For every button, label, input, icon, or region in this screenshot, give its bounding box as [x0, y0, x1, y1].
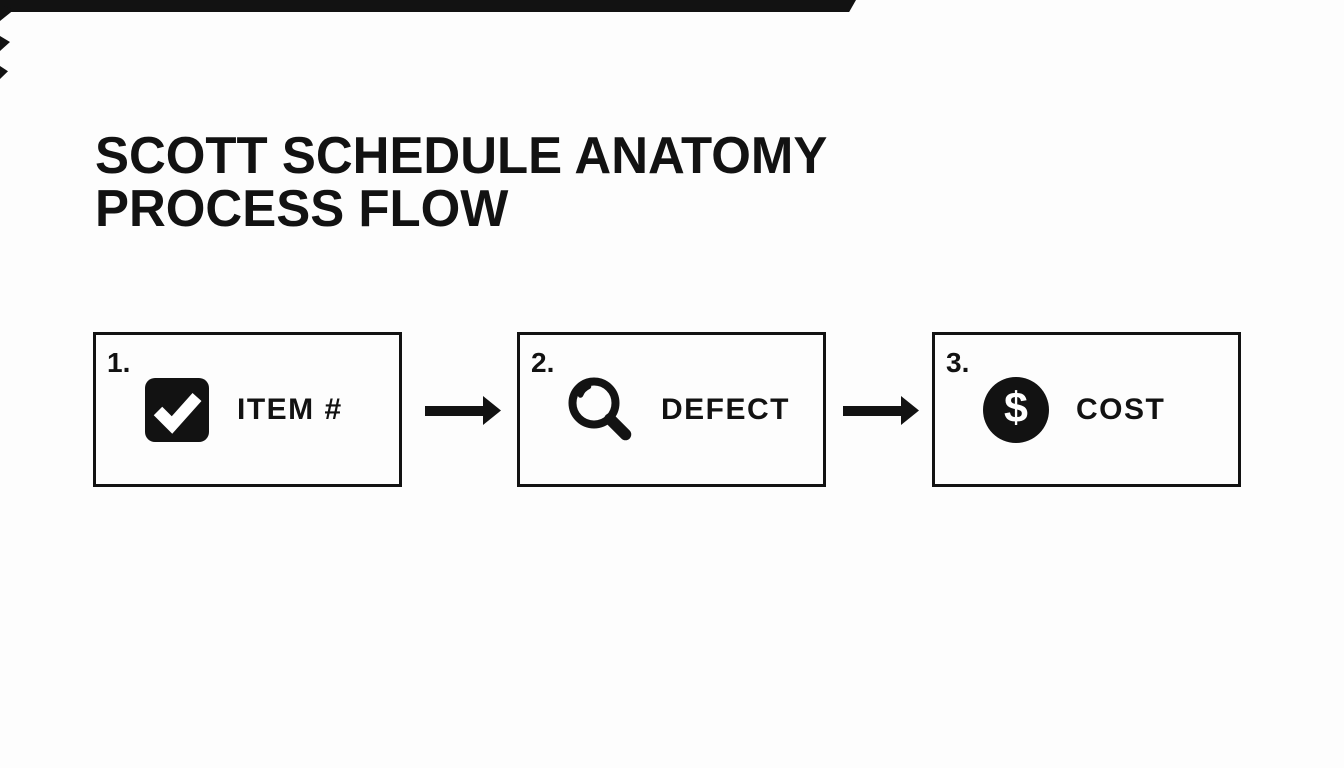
page-title-line1: SCOTT SCHEDULE ANATOMY: [95, 127, 828, 185]
flow-arrow-icon: [425, 396, 501, 425]
left-edge-artifact: [0, 66, 8, 79]
dollar-glyph: $: [1004, 384, 1028, 432]
step-number: 3.: [946, 347, 970, 378]
step-content: DEFECT: [520, 335, 823, 484]
check-square-icon: [141, 377, 213, 442]
step-box-cost: 3. $ COST: [932, 332, 1241, 487]
page-title-line2: PROCESS FLOW: [95, 180, 509, 238]
dollar-circle-icon: $: [980, 376, 1052, 443]
step-box-defect: 2. DEFECT: [517, 332, 826, 487]
flow-arrow-icon: [843, 396, 919, 425]
magnifier-icon: [565, 374, 637, 446]
step-label: DEFECT: [661, 392, 790, 426]
top-edge-artifact-bar: [0, 0, 856, 12]
page-title: SCOTT SCHEDULE ANATOMY PROCESS FLOW: [95, 130, 827, 236]
step-label: COST: [1076, 392, 1166, 426]
left-edge-artifact: [0, 36, 10, 51]
step-number: 2.: [531, 347, 555, 378]
step-number: 1.: [107, 347, 131, 378]
step-content: ITEM #: [96, 335, 399, 484]
step-box-item: 1. ITEM #: [93, 332, 402, 487]
step-label: ITEM #: [237, 392, 343, 426]
step-content: $ COST: [935, 335, 1238, 484]
